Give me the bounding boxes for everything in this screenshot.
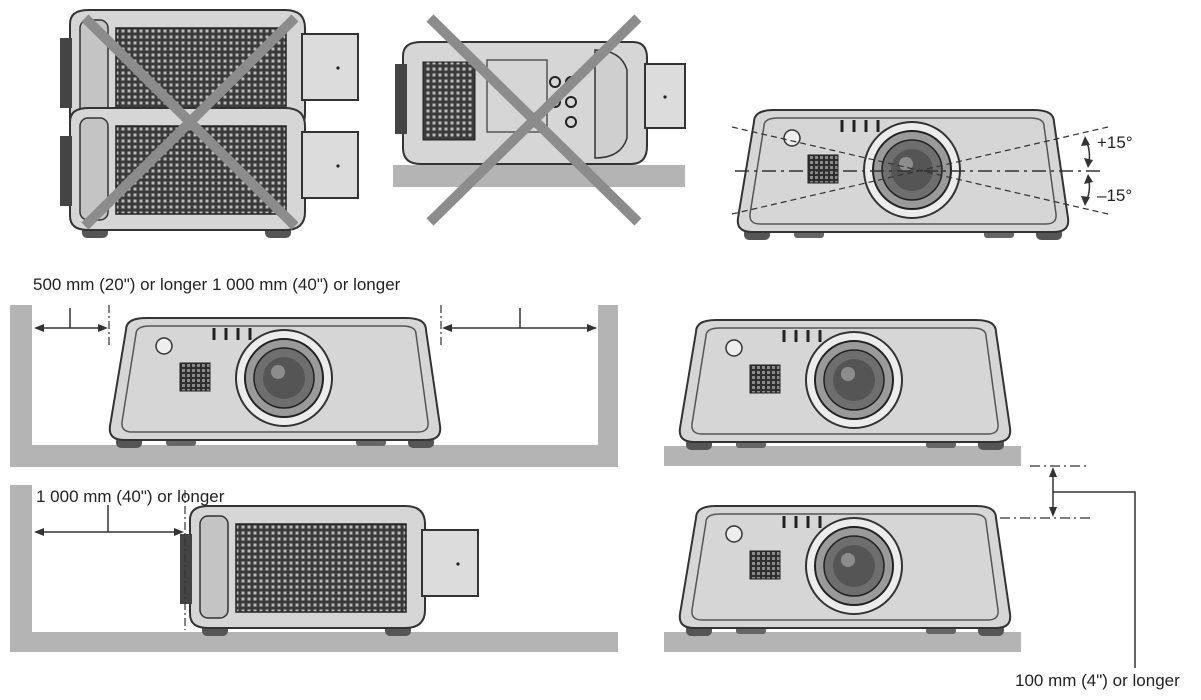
- projector-front-icon: [678, 318, 1012, 452]
- clearance-front-diagram: [10, 305, 618, 467]
- shelf-lower: [664, 632, 1021, 652]
- wall-floor: [10, 485, 618, 652]
- clearance-side-diagram: [10, 485, 618, 652]
- minus-angle-label: –15°: [1097, 186, 1133, 205]
- clearance-top-label: 500 mm (20") or longer 1 000 mm (40") or…: [33, 275, 401, 294]
- leader-line: [1053, 491, 1136, 668]
- projector-side-icon: [59, 107, 359, 239]
- plus-angle-label: +15°: [1097, 133, 1133, 152]
- projector-side-icon: [179, 505, 479, 637]
- wall-floor: [10, 305, 618, 467]
- stack-gap-diagram: [664, 318, 1136, 668]
- floor-surface: [393, 165, 685, 187]
- tilt-minus-line: [731, 126, 1109, 215]
- prohibited-cross-icon: [426, 14, 642, 226]
- stack-gap-label: 100 mm (4") or longer: [1015, 671, 1180, 690]
- projector-back-icon: [394, 41, 686, 165]
- shelf-upper: [664, 446, 1021, 466]
- projector-front-icon: [678, 504, 1012, 638]
- projector-front-icon: [108, 316, 442, 450]
- clearance-bottom-label: 1 000 mm (40") or longer: [36, 487, 225, 506]
- prohibited-stacked: [59, 9, 359, 239]
- prohibited-vertical: [393, 14, 686, 226]
- prohibited-cross-icon: [81, 14, 299, 230]
- tilt-angle-diagram: [731, 108, 1109, 242]
